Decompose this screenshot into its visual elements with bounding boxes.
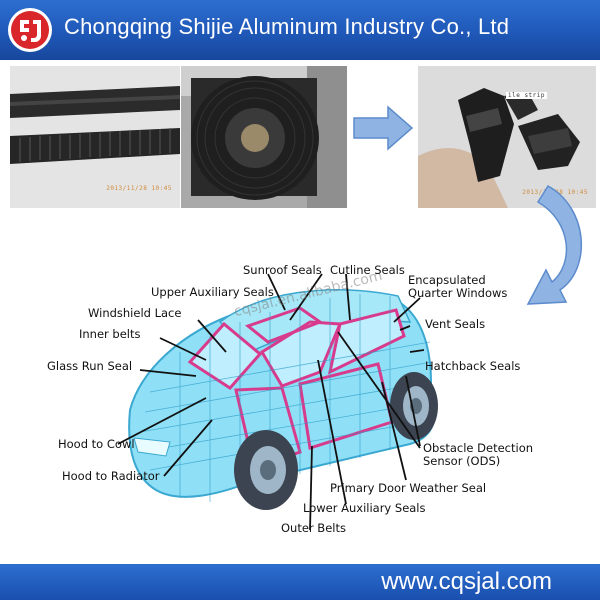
arrow-curved-icon (526, 185, 583, 305)
seal-profile-photo: ile strip 2013/11/28 10:45 (418, 66, 596, 208)
arrow-right-icon (353, 105, 414, 151)
label-lower-auxiliary-seals: Lower Auxiliary Seals (303, 501, 426, 515)
label-cutline-seals: Cutline Seals (330, 263, 405, 277)
label-hood-to-radiator: Hood to Radiator (62, 469, 160, 483)
rubber-roll-photo (181, 66, 347, 208)
footer-banner: www.cqsjal.com (0, 564, 600, 600)
label-obstacle-detection-sensor: Obstacle Detection Sensor (ODS) (423, 441, 534, 468)
label-hood-to-cowl: Hood to Cowl (58, 437, 135, 451)
label-glass-run-seal: Glass Run Seal (47, 359, 133, 373)
label-outer-belts: Outer Belts (281, 521, 346, 535)
label-hatchback-seals: Hatchback Seals (425, 359, 521, 373)
shijie-logo-icon (8, 8, 52, 52)
photo-tag: ile strip (506, 92, 548, 99)
label-primary-door-weather-seal: Primary Door Weather Seal (330, 481, 487, 495)
label-sunroof-seals: Sunroof Seals (243, 263, 322, 277)
label-encapsulated-quarter-windows: Encapsulated Quarter Windows (408, 273, 508, 300)
label-windshield-lace: Windshield Lace (88, 306, 182, 320)
company-name: Chongqing Shijie Aluminum Industry Co., … (64, 14, 510, 39)
label-upper-auxiliary-seals: Upper Auxiliary Seals (151, 285, 274, 299)
car-illustration (117, 273, 438, 531)
website-url[interactable]: www.cqsjal.com (381, 568, 552, 595)
header-banner: Chongqing Shijie Aluminum Industry Co., … (0, 0, 600, 60)
label-inner-belts: Inner belts (79, 327, 141, 341)
label-vent-seals: Vent Seals (425, 317, 486, 331)
rubber-strip-photo: 2013/11/28 10:45 (10, 66, 180, 208)
photo-timestamp: 2013/11/28 10:45 (106, 185, 172, 192)
car-seal-diagram: cqsjal.en.alibaba.com Sunroof Seals Cutl… (0, 212, 600, 564)
